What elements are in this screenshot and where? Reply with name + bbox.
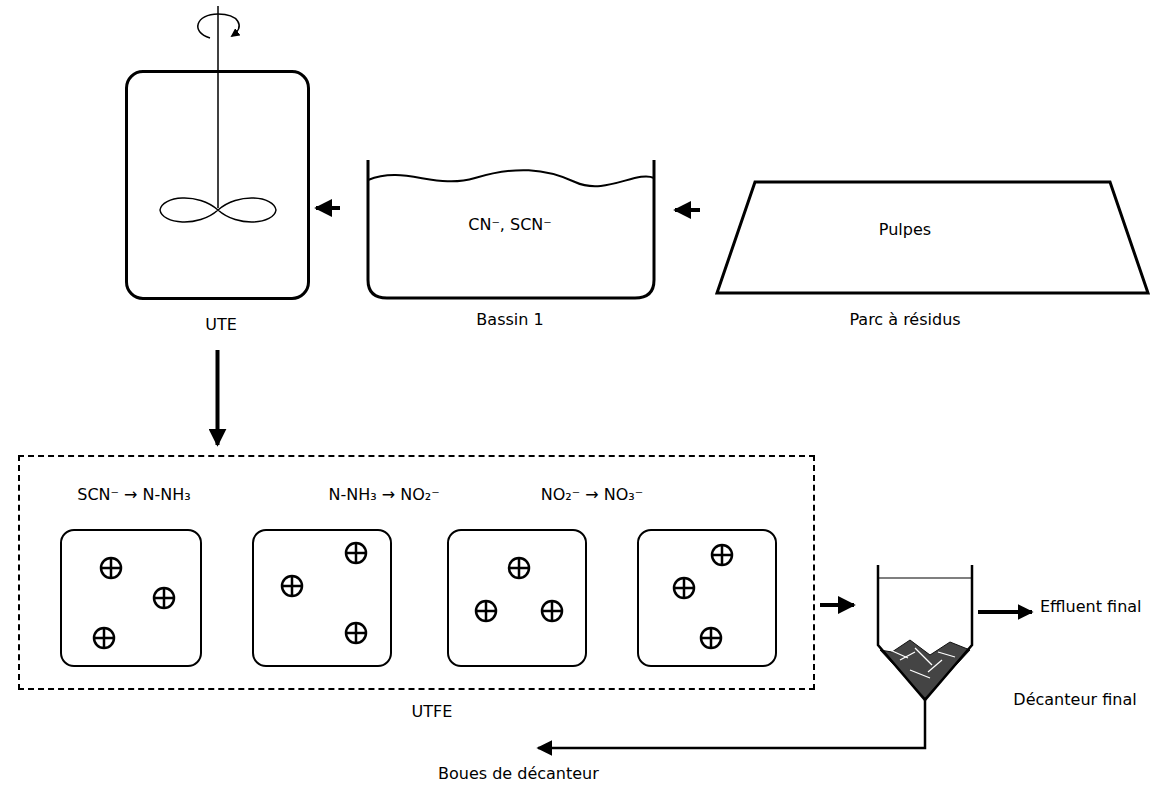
basin-wall xyxy=(368,160,654,298)
treatment-unit: UTFESCN⁻ → N-NH₃N-NH₃ → NO₂⁻NO₂⁻ → NO₃⁻ xyxy=(18,455,815,690)
node-label: SCN⁻ → N-NH₃ xyxy=(77,485,190,504)
mixer-tank: UTE xyxy=(125,70,310,300)
flow-arrow xyxy=(820,603,854,607)
node-label: UTE xyxy=(205,315,237,334)
node-label: UTFE xyxy=(412,702,453,721)
bacteria-symbol xyxy=(712,545,732,565)
bioreactor-outline xyxy=(62,531,204,669)
content-label: CN⁻, SCN⁻ xyxy=(468,215,552,234)
bioreactor-outline xyxy=(449,531,589,669)
clarifier-outline xyxy=(870,560,980,705)
basin: CN⁻, SCN⁻Bassin 1 xyxy=(365,160,657,300)
bacteria-symbol xyxy=(346,623,366,643)
tailings-park-outline xyxy=(715,180,1150,295)
sludge-pipe xyxy=(538,700,925,748)
bacteria-symbol xyxy=(282,576,302,596)
mixer-impeller xyxy=(160,198,276,222)
bacteria-symbol xyxy=(476,601,496,621)
content-label: Pulpes xyxy=(879,220,931,239)
bacteria-symbol xyxy=(674,578,694,598)
flow-arrow xyxy=(216,350,220,445)
bacteria-symbol xyxy=(701,628,721,648)
node-label: Parc à résidus xyxy=(849,310,960,329)
clarifier: Décanteur final xyxy=(870,560,980,705)
bacteria-symbol xyxy=(101,558,121,578)
bioreactor: NO₂⁻ → NO₃⁻ xyxy=(447,529,587,667)
bioreactor: SCN⁻ → N-NH₃ xyxy=(60,529,202,667)
sludge-texture xyxy=(938,652,955,657)
tailings-outline xyxy=(717,182,1148,293)
sludge-texture xyxy=(910,670,930,678)
water-surface xyxy=(368,170,654,186)
bacteria-symbol xyxy=(509,558,529,578)
sludge-texture xyxy=(915,648,932,665)
effluent-label: Effluent final xyxy=(1040,597,1142,616)
sludge-texture xyxy=(900,652,915,660)
bacteria-symbol xyxy=(346,543,366,563)
effluent-arrow xyxy=(978,610,1032,614)
tailings-park: PulpesParc à résidus xyxy=(715,180,1150,295)
sludge-texture xyxy=(928,660,942,672)
bacteria-symbol xyxy=(542,601,562,621)
bioreactor-outline xyxy=(639,531,779,669)
bioreactor: N-NH₃ → NO₂⁻ xyxy=(252,529,392,667)
sludge-label: Boues de décanteur xyxy=(438,764,599,783)
node-label: Bassin 1 xyxy=(476,310,543,329)
bacteria-symbol xyxy=(154,588,174,608)
node-label: N-NH₃ → NO₂⁻ xyxy=(328,485,439,504)
bioreactor xyxy=(637,529,777,667)
bacteria-symbol xyxy=(94,628,114,648)
node-label: Décanteur final xyxy=(1013,690,1136,709)
bioreactor-outline xyxy=(254,531,394,669)
mixer-shaft xyxy=(217,6,219,208)
sludge xyxy=(880,640,970,698)
flow-arrow xyxy=(316,206,340,210)
flow-arrow xyxy=(675,208,700,212)
node-label: NO₂⁻ → NO₃⁻ xyxy=(541,485,643,504)
clarifier-wall xyxy=(878,565,972,700)
rotation-arrow xyxy=(198,14,239,38)
water-level xyxy=(878,577,972,578)
